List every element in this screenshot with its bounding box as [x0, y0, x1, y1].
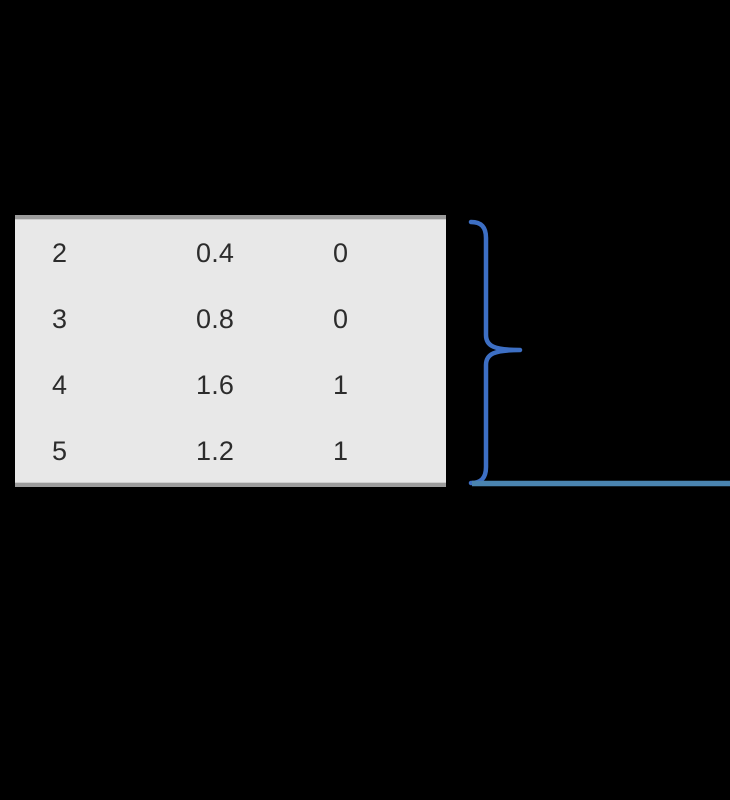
table-cell: 0.4	[196, 238, 235, 268]
data-table-grid: 2 0.4 0 3 0.8 0 4 1.6 1 5 1.2 1	[15, 220, 446, 482]
table-cell: 1	[333, 370, 349, 400]
table-row: 2 0.4 0	[15, 220, 446, 286]
table-bottom-border-highlight	[15, 482, 446, 483]
table-cell: 0	[333, 304, 349, 334]
brace-annotation-group	[455, 205, 730, 500]
table-cell: 5	[52, 436, 68, 466]
table-cell: 1	[333, 436, 349, 466]
table-cell: 3	[52, 304, 68, 334]
data-table-panel: 2 0.4 0 3 0.8 0 4 1.6 1 5 1.2 1	[15, 215, 446, 487]
table-top-border	[15, 215, 446, 219]
table-cell: 1.2	[196, 436, 235, 466]
table-cell: 4	[52, 370, 68, 400]
table-cell: 1.6	[196, 370, 235, 400]
table-cell: 0.8	[196, 304, 235, 334]
table-row: 3 0.8 0	[15, 286, 446, 352]
table-cell: 0	[333, 238, 349, 268]
curly-brace-icon	[468, 219, 523, 486]
table-cell: 2	[52, 238, 68, 268]
table-row: 4 1.6 1	[15, 352, 446, 418]
table-bottom-border	[15, 483, 446, 487]
table-row: 5 1.2 1	[15, 418, 446, 484]
table-top-border-highlight	[15, 219, 446, 220]
